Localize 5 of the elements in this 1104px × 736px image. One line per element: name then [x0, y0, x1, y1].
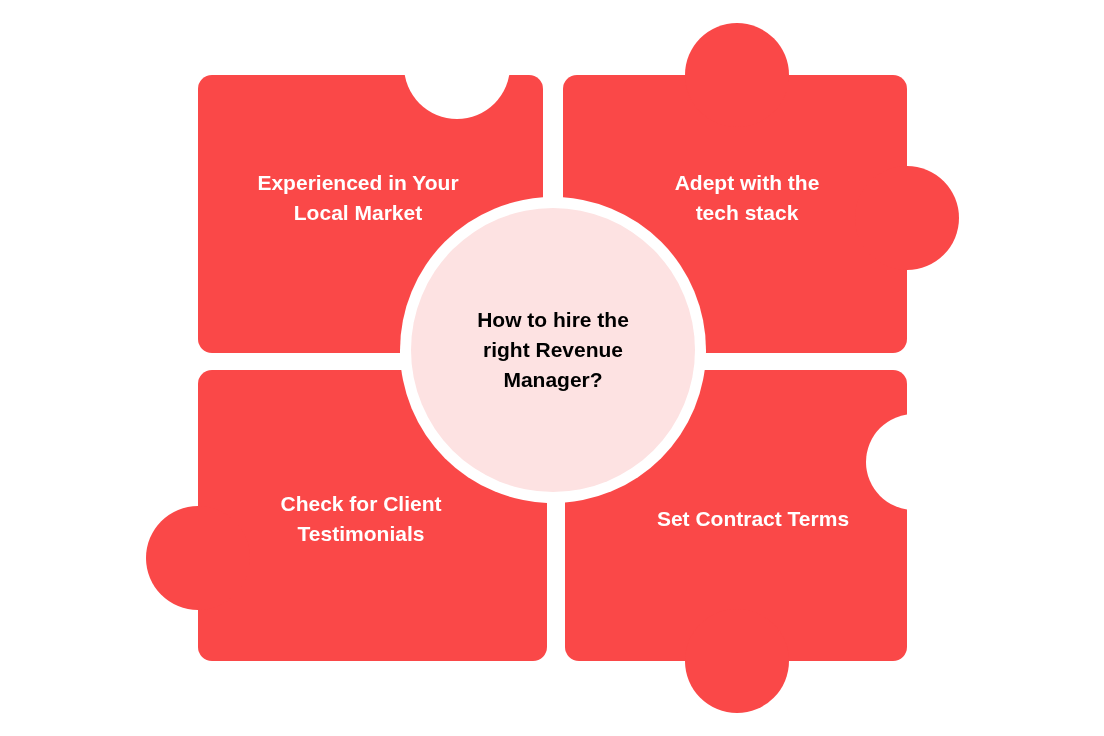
node-text: Experienced in Your Local Market: [256, 170, 460, 226]
node-text: Set Contract Terms: [655, 506, 851, 532]
node-text: How to hire the right Revenue Manager?: [476, 307, 630, 393]
node-text: Adept with the tech stack: [673, 170, 821, 226]
node-text: Check for Client Testimonials: [279, 491, 443, 547]
